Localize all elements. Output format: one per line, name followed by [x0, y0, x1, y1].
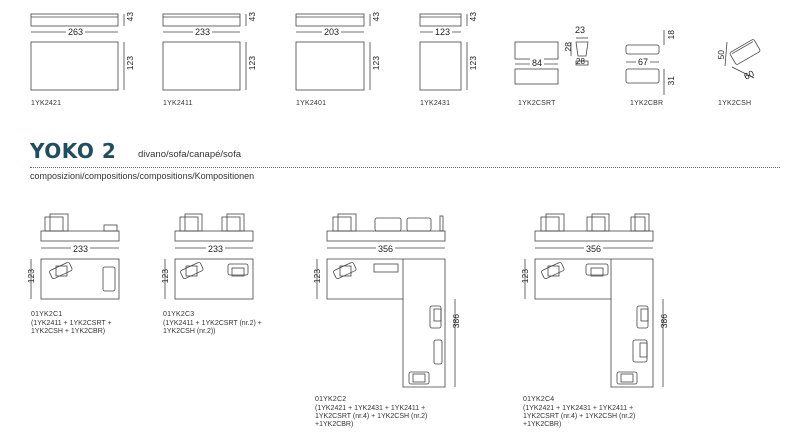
width-label: 203 [322, 27, 342, 37]
sofa-elevation-1YK2421 [30, 13, 119, 27]
element-code: 1YK2411 [163, 100, 193, 107]
sofa-elevation-1YK2431 [419, 13, 462, 27]
comp-plan-C1 [40, 258, 120, 300]
composition-code: 01YK2C1 [31, 311, 63, 318]
element-code: 1YK2401 [296, 100, 327, 107]
comp-elevation-C3 [174, 230, 254, 242]
depth-label: 123 [468, 56, 478, 71]
height-label: 18 [666, 30, 676, 40]
cushion-front-1YK2CSRT [514, 68, 559, 85]
depth-label: 123 [371, 56, 381, 71]
cushion-side-1YK2CSRT [575, 41, 589, 57]
width-label: 233 [71, 244, 91, 254]
comp-elevation-C4 [534, 230, 654, 242]
composition-code: 01YK2C4 [523, 396, 555, 403]
sofa-plan-1YK2401 [295, 41, 365, 91]
width-label: 356 [584, 244, 604, 254]
bolster-top-1YK2CBR [625, 44, 660, 55]
sofa-plan-1YK2431 [419, 41, 462, 91]
composition-parts: (1YK2411 + 1YK2CSRT + 1YK2CSH + 1YK2CBR) [31, 320, 112, 335]
back-cushion [44, 216, 64, 232]
comp-plan-C4 [534, 258, 654, 388]
width-label: 233 [206, 244, 226, 254]
page-subtitle: divano/sofa/canapé/sofa [138, 149, 241, 160]
top-width-label: 23 [575, 25, 586, 35]
depth-label: 50 [716, 50, 726, 60]
comp-plan-C2 [326, 258, 446, 388]
depth-label: 123 [26, 269, 36, 284]
composition-parts: (1YK2421 + 1YK2431 + 1YK2411 + 1YK2CSRT … [523, 405, 636, 428]
width-label: 84 [530, 58, 545, 68]
element-code: 1YK2431 [420, 100, 451, 107]
element-code: 1YK2CSH [718, 100, 752, 107]
sofa-elevation-1YK2411 [162, 13, 241, 27]
depth-label: 31 [666, 76, 676, 86]
depth-label: 123 [125, 56, 135, 71]
depth-label: 28 [563, 42, 573, 52]
depth-label: 123 [520, 269, 530, 284]
height-label: 43 [468, 12, 478, 22]
width-label: 123 [433, 27, 453, 37]
length-label: 386 [659, 314, 669, 329]
length-label: 386 [451, 314, 461, 329]
bolster-plan [102, 266, 116, 292]
dotted-divider [30, 167, 780, 168]
composition-parts: (1YK2411 + 1YK2CSRT (nr.2) + 1YK2CSH (nr… [163, 320, 262, 335]
page-title: YOKO 2 [30, 139, 117, 163]
height-label: 28 [576, 57, 585, 66]
element-code: 1YK2421 [31, 100, 62, 107]
height-label: 43 [371, 12, 381, 22]
composition-code: 01YK2C2 [315, 396, 347, 403]
element-code: 1YK2CSRT [518, 100, 556, 107]
depth-label: 123 [247, 56, 257, 71]
comp-plan-C3 [174, 258, 254, 300]
depth-label: 123 [312, 269, 322, 284]
compositions-heading: composizioni/compositions/compositions/K… [30, 171, 255, 181]
comp-elevation-C2 [326, 230, 446, 242]
composition-parts: (1YK2421 + 1YK2431 + 1YK2411 + 1YK2CSRT … [315, 405, 428, 428]
back-cushion [49, 213, 69, 232]
height-label: 43 [125, 12, 135, 22]
width-label: 356 [376, 244, 396, 254]
depth-label: 123 [160, 269, 170, 284]
sofa-elevation-1YK2401 [295, 13, 365, 27]
width-label: 67 [636, 57, 651, 67]
composition-code: 01YK2C3 [163, 311, 195, 318]
height-label: 43 [247, 12, 257, 22]
element-code: 1YK2CBR [630, 100, 664, 107]
sofa-plan-1YK2411 [162, 41, 241, 91]
width-label: 233 [193, 27, 213, 37]
width-label: 263 [66, 27, 86, 37]
cushion-plan-1YK2CSRT [514, 41, 559, 60]
bolster [103, 224, 118, 232]
backrest-cushion-1YK2CSH [729, 39, 761, 65]
bolster-front-1YK2CBR [625, 68, 660, 84]
sofa-plan-1YK2421 [30, 41, 119, 91]
comp-elevation-C1 [40, 230, 120, 242]
